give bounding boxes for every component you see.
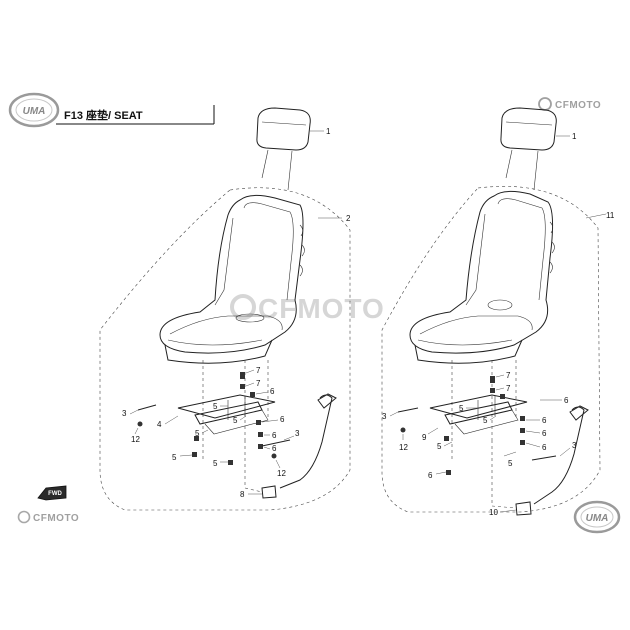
cfmoto-logo-bottom-left: CFMOTO: [17, 510, 79, 524]
callout: 5: [483, 416, 488, 425]
callout: 3: [572, 441, 577, 450]
right-fasteners: [397, 376, 557, 475]
uma-logo-bottom-right: UMA: [573, 500, 621, 534]
uma-bottom-text: UMA: [586, 513, 609, 524]
callout: 6: [270, 387, 275, 396]
callout: 7: [256, 366, 261, 375]
page-title: F13 座垫/ SEAT: [64, 108, 143, 122]
callout: 9: [422, 433, 427, 442]
fwd-arrow-icon: [37, 485, 67, 501]
callout: 8: [240, 490, 245, 499]
callout: 5: [508, 459, 513, 468]
fwd-label: FWD: [48, 491, 62, 497]
uma-logo-top-left: UMA: [8, 92, 60, 128]
callout: 7: [506, 371, 511, 380]
cfmoto-logo-top-right: CFMOTO: [538, 97, 601, 111]
left-seat-rail: [177, 394, 276, 419]
callout: 7: [256, 379, 261, 388]
callout: 6: [542, 429, 547, 438]
callout: 1: [326, 127, 331, 136]
right-assembly-boundary: [381, 186, 601, 513]
left-seat-shell: [159, 194, 304, 354]
callout: 12: [131, 435, 140, 444]
callout: 6: [564, 396, 569, 405]
callout: 5: [437, 442, 442, 451]
callout: 1: [572, 132, 577, 141]
watermark: CFMOTO: [230, 293, 385, 324]
left-assembly-boundary: [99, 187, 351, 511]
right-release-lever: [533, 406, 585, 505]
left-seat-assembly: 2 1 7 7 6 6 3 4 5 5 6 6 3: [99, 107, 351, 511]
callout: 3: [382, 412, 387, 421]
right-seat-shell: [409, 190, 554, 354]
callout: 6: [428, 471, 433, 480]
left-release-lever: [279, 394, 333, 489]
callout: 6: [280, 415, 285, 424]
callout: 6: [542, 443, 547, 452]
cfmoto-logo-text: CFMOTO: [555, 100, 601, 111]
left-latch: [261, 485, 277, 499]
callout: 6: [542, 416, 547, 425]
right-headrest: [500, 107, 557, 151]
callout: 4: [157, 420, 162, 429]
right-latch: [515, 501, 532, 516]
fwd-direction-badge: FWD: [37, 485, 67, 501]
callout: 5: [233, 416, 238, 425]
callout: 5: [213, 402, 218, 411]
callout: 7: [506, 384, 511, 393]
callout: 5: [172, 453, 177, 462]
left-headrest: [256, 107, 311, 151]
cfmoto-bottom-text: CFMOTO: [33, 513, 79, 524]
right-seat-assembly: 11 1 7 7 6 6 3 9 5 5 6 6 3: [381, 107, 615, 517]
callout: 12: [399, 443, 408, 452]
right-callouts: 1 7 7 6 6 3 9 5 5 6 6 3 12 5: [382, 132, 577, 517]
callout: 5: [195, 429, 200, 438]
right-group-label: 11: [606, 211, 615, 220]
callout: 5: [213, 459, 218, 468]
left-group-label: 2: [346, 214, 351, 223]
callout: 3: [295, 429, 300, 438]
callout: 12: [277, 469, 286, 478]
callout: 6: [272, 444, 277, 453]
left-callouts: 1 7 7 6 6 3 4 5 5 6 6 3 12 12: [122, 127, 331, 499]
callout: 3: [122, 409, 127, 418]
uma-logo-text: UMA: [23, 106, 46, 117]
right-seat-rail: [429, 394, 528, 419]
left-fasteners: [137, 372, 291, 465]
callout: 6: [272, 431, 277, 440]
callout: 5: [459, 404, 464, 413]
watermark-text: CFMOTO: [258, 293, 385, 324]
callout: 10: [489, 508, 498, 517]
